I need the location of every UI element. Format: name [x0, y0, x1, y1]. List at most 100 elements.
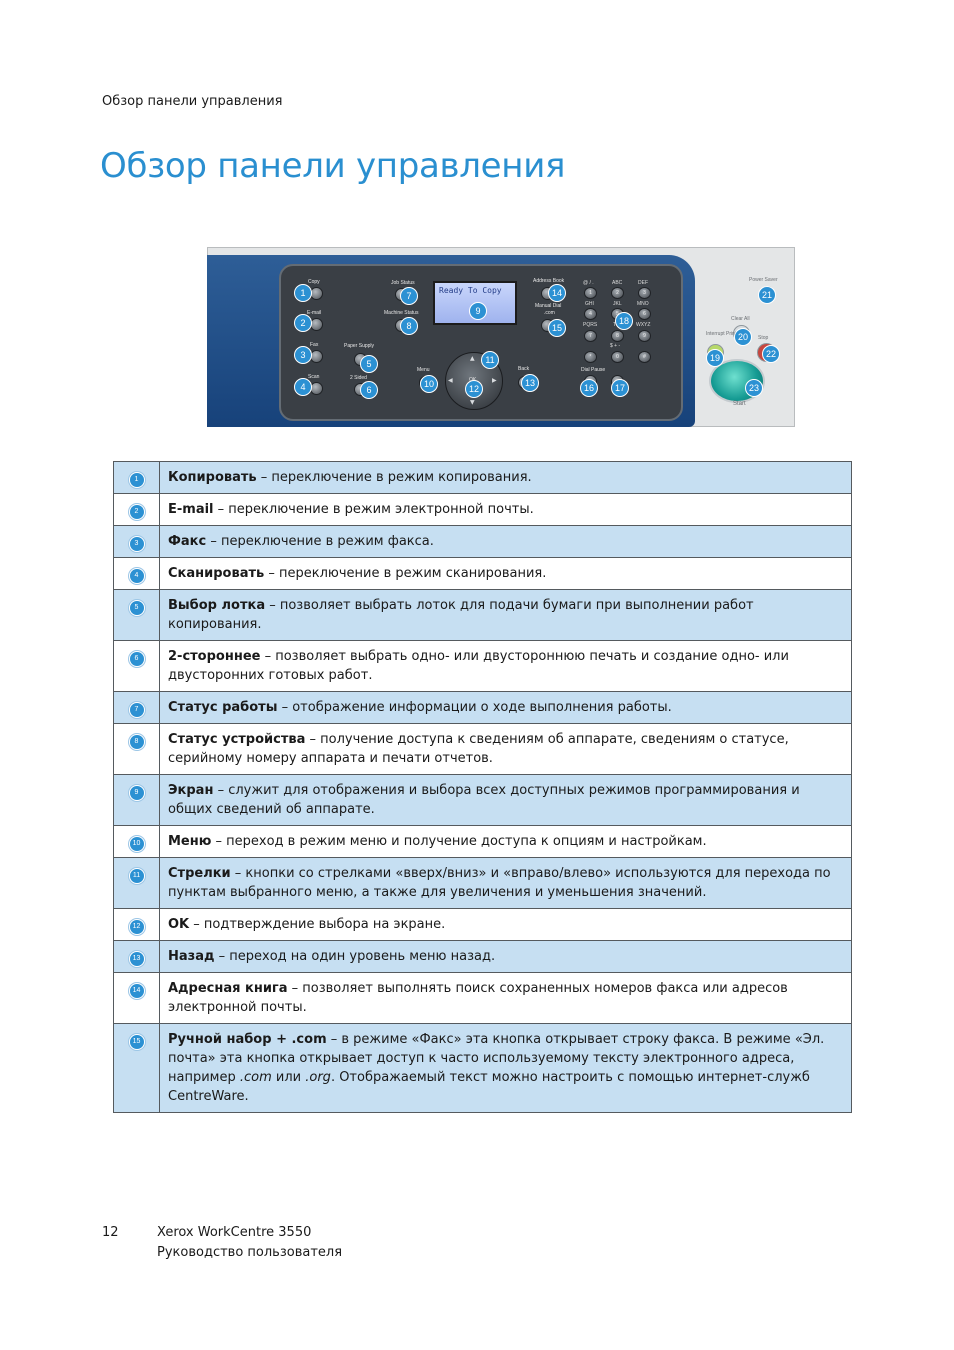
- row-term: Экран: [168, 783, 214, 798]
- key-0[interactable]: 0: [611, 351, 624, 363]
- row-description-cell: Статус устройства – получение доступа к …: [159, 723, 852, 775]
- fax-button[interactable]: [310, 350, 323, 363]
- callout-10: 10: [420, 375, 438, 393]
- row-term: Сканировать: [168, 566, 265, 581]
- row-description-cell: Факс – переключение в режим факса.: [159, 525, 852, 558]
- callout-18: 18: [615, 312, 633, 330]
- callout-20: 20: [734, 328, 752, 346]
- key-8[interactable]: 8: [611, 330, 624, 342]
- callout-8: 8: [400, 317, 418, 335]
- row-description: – позволяет выполнять поиск сохраненных …: [168, 981, 788, 1015]
- row-number-badge: 2: [128, 504, 145, 520]
- two-sided-label: 2 Sided: [350, 375, 367, 381]
- row-number-cell: 2: [113, 493, 160, 526]
- row-description: – переключение в режим электронной почты…: [213, 502, 534, 517]
- paper-supply-label: Paper Supply: [344, 343, 375, 349]
- row-description-cell: Статус работы – отображение информации о…: [159, 691, 852, 724]
- row-term: Копировать: [168, 470, 257, 485]
- callout-17: 17: [611, 379, 629, 397]
- arrow-down-icon[interactable]: ▼: [470, 399, 475, 406]
- key-letters-3: DEF: [638, 280, 648, 286]
- email-label: E-mail: [307, 310, 322, 316]
- row-description: – в режиме «Факс» эта кнопка открывает с…: [168, 1032, 825, 1085]
- key-letters-6: MNO: [637, 301, 649, 307]
- menu-label: Menu: [417, 367, 430, 373]
- row-description: – переход в режим меню и получение досту…: [211, 834, 707, 849]
- key-3[interactable]: 3: [638, 287, 651, 299]
- table-row-2: 2 E-mail – переключение в режим электронн…: [113, 493, 852, 526]
- row-description: – переключение в режим сканирования.: [264, 566, 547, 581]
- key-7[interactable]: 7: [584, 330, 597, 342]
- row-description-cell: Сканировать – переключение в режим скани…: [159, 557, 852, 590]
- callout-22: 22: [762, 345, 780, 363]
- row-number-cell: 1: [113, 461, 160, 494]
- key-letters-4: GHI: [585, 301, 594, 307]
- row-term: 2-стороннее: [168, 649, 261, 664]
- row-description-cell: Ручной набор + .com – в режиме «Факс» эт…: [159, 1023, 852, 1113]
- table-row-8: 8 Статус устройства – получение доступа к…: [113, 723, 852, 775]
- job-status-label: Job Status: [391, 280, 415, 286]
- key-hash[interactable]: #: [638, 351, 651, 363]
- machine-status-label: Machine Status: [384, 310, 419, 316]
- row-description-cell: Адресная книга – позволяет выполнять пои…: [159, 972, 852, 1024]
- row-number-badge: 4: [128, 568, 145, 584]
- address-book-label: Address Book: [533, 278, 565, 284]
- row-number-badge: 11: [128, 868, 145, 884]
- back-label: Back: [518, 366, 530, 372]
- row-number-badge: 8: [128, 734, 145, 750]
- callout-5: 5: [360, 355, 378, 373]
- arrow-up-icon[interactable]: ▲: [470, 355, 475, 362]
- running-header: Обзор панели управления: [102, 94, 283, 109]
- row-number-badge: 15: [128, 1034, 145, 1050]
- row-description: – позволяет выбрать одно- или двусторонн…: [168, 649, 789, 683]
- row-number-badge: 5: [128, 600, 145, 616]
- row-number-cell: 12: [113, 908, 160, 941]
- row-description-cell: E-mail – переключение в режим электронно…: [159, 493, 852, 526]
- row-term: Статус работы: [168, 700, 278, 715]
- key-9[interactable]: 9: [638, 330, 651, 342]
- callout-7: 7: [400, 287, 418, 305]
- row-number-badge: 14: [128, 983, 145, 999]
- row-term: Факс: [168, 534, 207, 549]
- row-number-cell: 14: [113, 972, 160, 1024]
- key-2[interactable]: 2: [611, 287, 624, 299]
- callout-23: 23: [745, 379, 763, 397]
- key-star[interactable]: *: [584, 351, 597, 363]
- start-label: Start: [733, 401, 746, 407]
- fax-label: Fax: [310, 342, 319, 348]
- row-number-badge: 9: [128, 785, 145, 801]
- key-1[interactable]: 1: [584, 287, 597, 299]
- row-number-cell: 9: [113, 774, 160, 826]
- table-row-4: 4 Сканировать – переключение в режим скан…: [113, 557, 852, 590]
- key-4[interactable]: 4: [584, 308, 597, 320]
- row-number-cell: 11: [113, 857, 160, 909]
- row-description: – получение доступа к сведениям об аппар…: [168, 732, 789, 766]
- clear-all-label: Clear All: [731, 316, 750, 322]
- arrow-left-icon[interactable]: ◀: [448, 377, 453, 384]
- row-number-cell: 10: [113, 825, 160, 858]
- key-6[interactable]: 6: [638, 308, 651, 320]
- row-description-3: . Отображаемый текст можно настроить с п…: [168, 1070, 810, 1104]
- row-term: Адресная книга: [168, 981, 288, 996]
- key-letters-0: $ + -: [610, 343, 621, 349]
- row-term: Назад: [168, 949, 215, 964]
- row-term: Статус устройства: [168, 732, 306, 747]
- row-term: OK: [168, 917, 190, 932]
- row-number-badge: 12: [128, 919, 145, 935]
- email-button[interactable]: [310, 318, 323, 331]
- row-description: – позволяет выбрать лоток для подачи бум…: [168, 598, 754, 632]
- scan-button[interactable]: [310, 382, 323, 395]
- table-row-12: 12 OK – подтверждение выбора на экране.: [113, 908, 852, 941]
- row-number-badge: 13: [128, 951, 145, 967]
- callout-16: 16: [580, 379, 598, 397]
- page-number: 12: [102, 1225, 119, 1240]
- row-description: – подтверждение выбора на экране.: [189, 917, 446, 932]
- arrow-right-icon[interactable]: ▶: [492, 377, 497, 384]
- row-number-badge: 1: [128, 472, 145, 488]
